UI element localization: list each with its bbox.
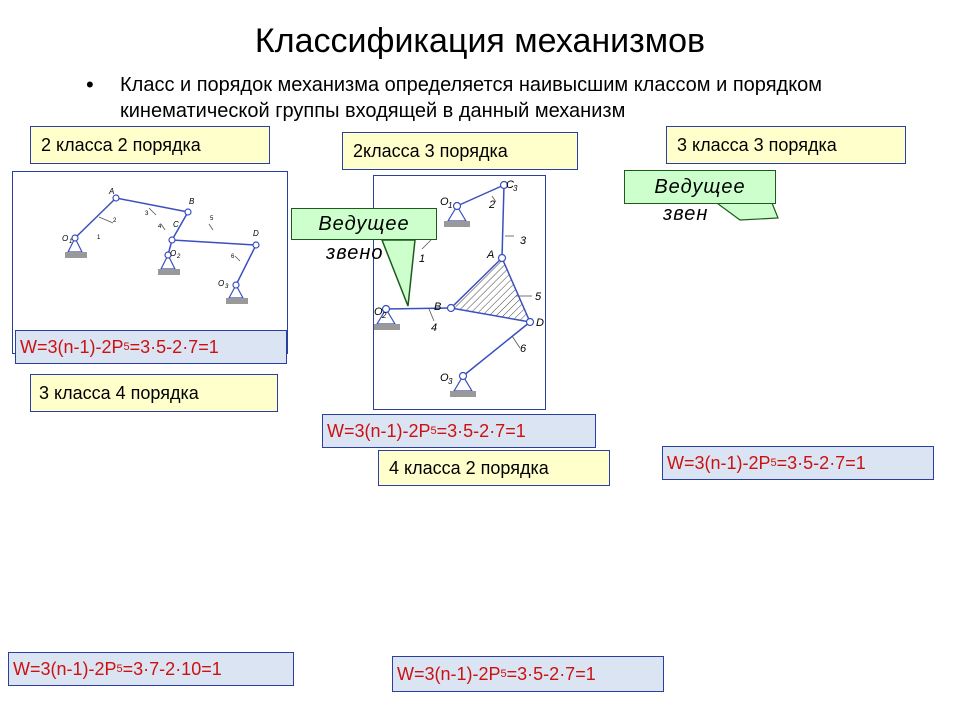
joint-c xyxy=(499,180,509,190)
link-6 xyxy=(462,321,531,377)
joint-o2 xyxy=(381,304,391,314)
link-label-2: 2 xyxy=(113,218,117,224)
point-label-c: C xyxy=(506,179,514,191)
link-label-3: 3 xyxy=(145,211,149,217)
point-label-o2-sub: 2 xyxy=(381,311,387,320)
label-class3-order3: 3 класса 3 порядка xyxy=(666,126,906,164)
callout-leading-link-center-line2: звено xyxy=(326,242,384,264)
link-label-4: 4 xyxy=(158,224,162,230)
point-label-d: D xyxy=(536,317,544,329)
ground-o3 xyxy=(226,283,248,304)
link-6 xyxy=(235,244,257,286)
bullet-marker: • xyxy=(86,72,94,97)
label-class3-order4: 3 класса 4 порядка xyxy=(30,374,278,412)
joint-d xyxy=(525,317,535,327)
point-label-b: B xyxy=(189,197,195,206)
joint-o3 xyxy=(232,281,240,289)
callout-leading-link-right: Ведущее xyxy=(624,170,776,204)
link-label-5: 5 xyxy=(535,291,542,303)
link-label-1: 1 xyxy=(97,235,101,241)
link-2 xyxy=(115,197,189,213)
link-label-2: 2 xyxy=(488,199,495,211)
callout-leading-link-center: Ведущее xyxy=(291,208,437,240)
link-5-triangle xyxy=(449,256,532,323)
joint-d xyxy=(252,241,260,249)
ground-o2 xyxy=(374,307,400,330)
point-label-o2: O xyxy=(170,249,176,258)
bullet-text: Класс и порядок механизма определяется н… xyxy=(120,74,823,122)
mechanism-svg-2: C 3 O 1 A B D O 2 O 3 1 2 3 4 5 6 xyxy=(374,179,544,397)
link-label-4: 4 xyxy=(431,322,437,334)
link-label-5: 5 xyxy=(210,216,214,222)
label-class4-order2: 4 класса 2 порядка xyxy=(378,450,610,486)
joint-o2 xyxy=(164,251,172,259)
link-4 xyxy=(171,239,257,246)
link-3 xyxy=(171,211,189,241)
point-label-o2-sub: 2 xyxy=(176,254,181,260)
point-label-o1-sub: 1 xyxy=(69,239,72,245)
point-label-o3: O xyxy=(440,372,449,384)
point-label-o3: O xyxy=(218,279,224,288)
point-label-a: A xyxy=(486,249,494,261)
mechanism-diagram-1: A B C D O 1 O 2 O 3 1 2 3 4 5 6 xyxy=(12,171,288,354)
link-label-3: 3 xyxy=(520,235,527,247)
link-label-1: 1 xyxy=(419,253,425,265)
point-label-o3-sub: 3 xyxy=(448,377,453,386)
mechanism-svg-1: A B C D O 1 O 2 O 3 1 2 3 4 5 6 xyxy=(62,187,260,304)
slide-title: Классификация механизмов xyxy=(254,22,706,60)
link-1 xyxy=(74,197,117,239)
point-label-o1-sub: 1 xyxy=(448,201,452,210)
point-label-o1: O xyxy=(440,196,449,208)
link-label-6: 6 xyxy=(520,343,527,355)
joint-o1 xyxy=(71,234,79,242)
point-label-d: D xyxy=(253,229,259,238)
callout-leading-link-right-line2: звен xyxy=(663,203,709,225)
joint-b xyxy=(184,208,192,216)
link-2 xyxy=(456,184,505,207)
ground-o1 xyxy=(65,236,87,258)
joint-c xyxy=(168,236,176,244)
point-label-c: C xyxy=(173,220,179,229)
point-label-b: B xyxy=(434,301,441,313)
label-class2-order3: 2класса 3 порядка xyxy=(342,132,578,170)
point-label-c-sub: 3 xyxy=(513,184,518,193)
label-class2-order2: 2 класса 2 порядка xyxy=(30,126,270,164)
link-4 xyxy=(385,307,452,310)
point-label-o1: O xyxy=(62,234,68,243)
point-label-o3-sub: 3 xyxy=(225,284,229,290)
joint-o3 xyxy=(458,371,468,381)
joint-a xyxy=(497,253,507,263)
point-label-a: A xyxy=(108,187,114,196)
point-label-o2: O xyxy=(374,306,383,318)
ground-o3 xyxy=(450,374,476,397)
link-label-6: 6 xyxy=(231,254,235,260)
callout-arrow-center xyxy=(380,239,416,307)
joint-a xyxy=(112,194,120,202)
ground-o1 xyxy=(444,204,470,227)
ground-o2 xyxy=(158,253,180,275)
joint-b xyxy=(446,303,456,313)
link-3 xyxy=(501,184,505,259)
joint-o1 xyxy=(452,201,462,211)
